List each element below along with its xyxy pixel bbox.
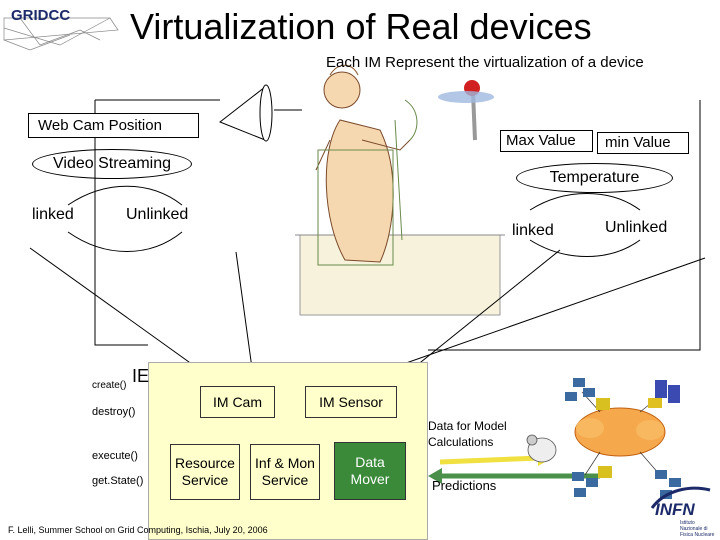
grid-cloud-icon [574,407,666,457]
ie-label: IE [132,366,150,386]
temperature-oval: Temperature [516,163,673,193]
inf-mon-service-box: Inf & Mon Service [250,444,320,500]
data-mover-box: Data Mover [334,442,406,500]
sheep-icon [526,434,557,463]
execute-method: execute() [92,450,138,462]
resource-service-box: Resource Service [170,444,240,500]
data-for-model-label: Data for Model Calculations [428,419,507,449]
create-method: create() [92,380,127,391]
webcam-link-arrows [67,185,641,257]
webcam-unlinked-label: Unlinked [126,206,189,223]
computer-cluster-icons [565,378,681,499]
destroy-method: destroy() [92,406,136,418]
sensor-unlinked-label: Unlinked [605,219,668,236]
baby-bath-sketch [295,64,505,316]
webcam-linked-label: linked [32,206,74,223]
page-subtitle: Each IM Represent the virtualization of … [326,54,644,71]
min-value-box: min Value [597,132,689,154]
gridcc-logo-mesh [3,17,119,51]
video-streaming-oval: Video Streaming [32,149,192,179]
infn-logo [650,486,711,509]
predictions-label: Predictions [432,478,497,493]
im-sensor-box: IM Sensor [305,386,397,418]
page-title: Virtualization of Real devices [130,6,592,47]
infn-subtitle: Istituto Nazionale di Fisica Nucleare [680,520,715,538]
getstate-method: get.State() [92,475,144,487]
right-panel-border [428,100,701,351]
thermometer-icon [438,80,494,141]
sensor-linked-label: linked [512,222,554,239]
footer-citation: F. Lelli, Summer School on Grid Computin… [8,525,268,535]
max-value-box: Max Value [500,130,593,152]
im-cam-box: IM Cam [200,386,275,418]
left-panel-border [94,100,148,346]
webcam-position-box: Web Cam Position [28,113,199,138]
gridcc-logo: GRIDCC [11,7,71,24]
camera-lens-icon [219,84,273,142]
infn-logo-text: INFN [655,500,695,519]
